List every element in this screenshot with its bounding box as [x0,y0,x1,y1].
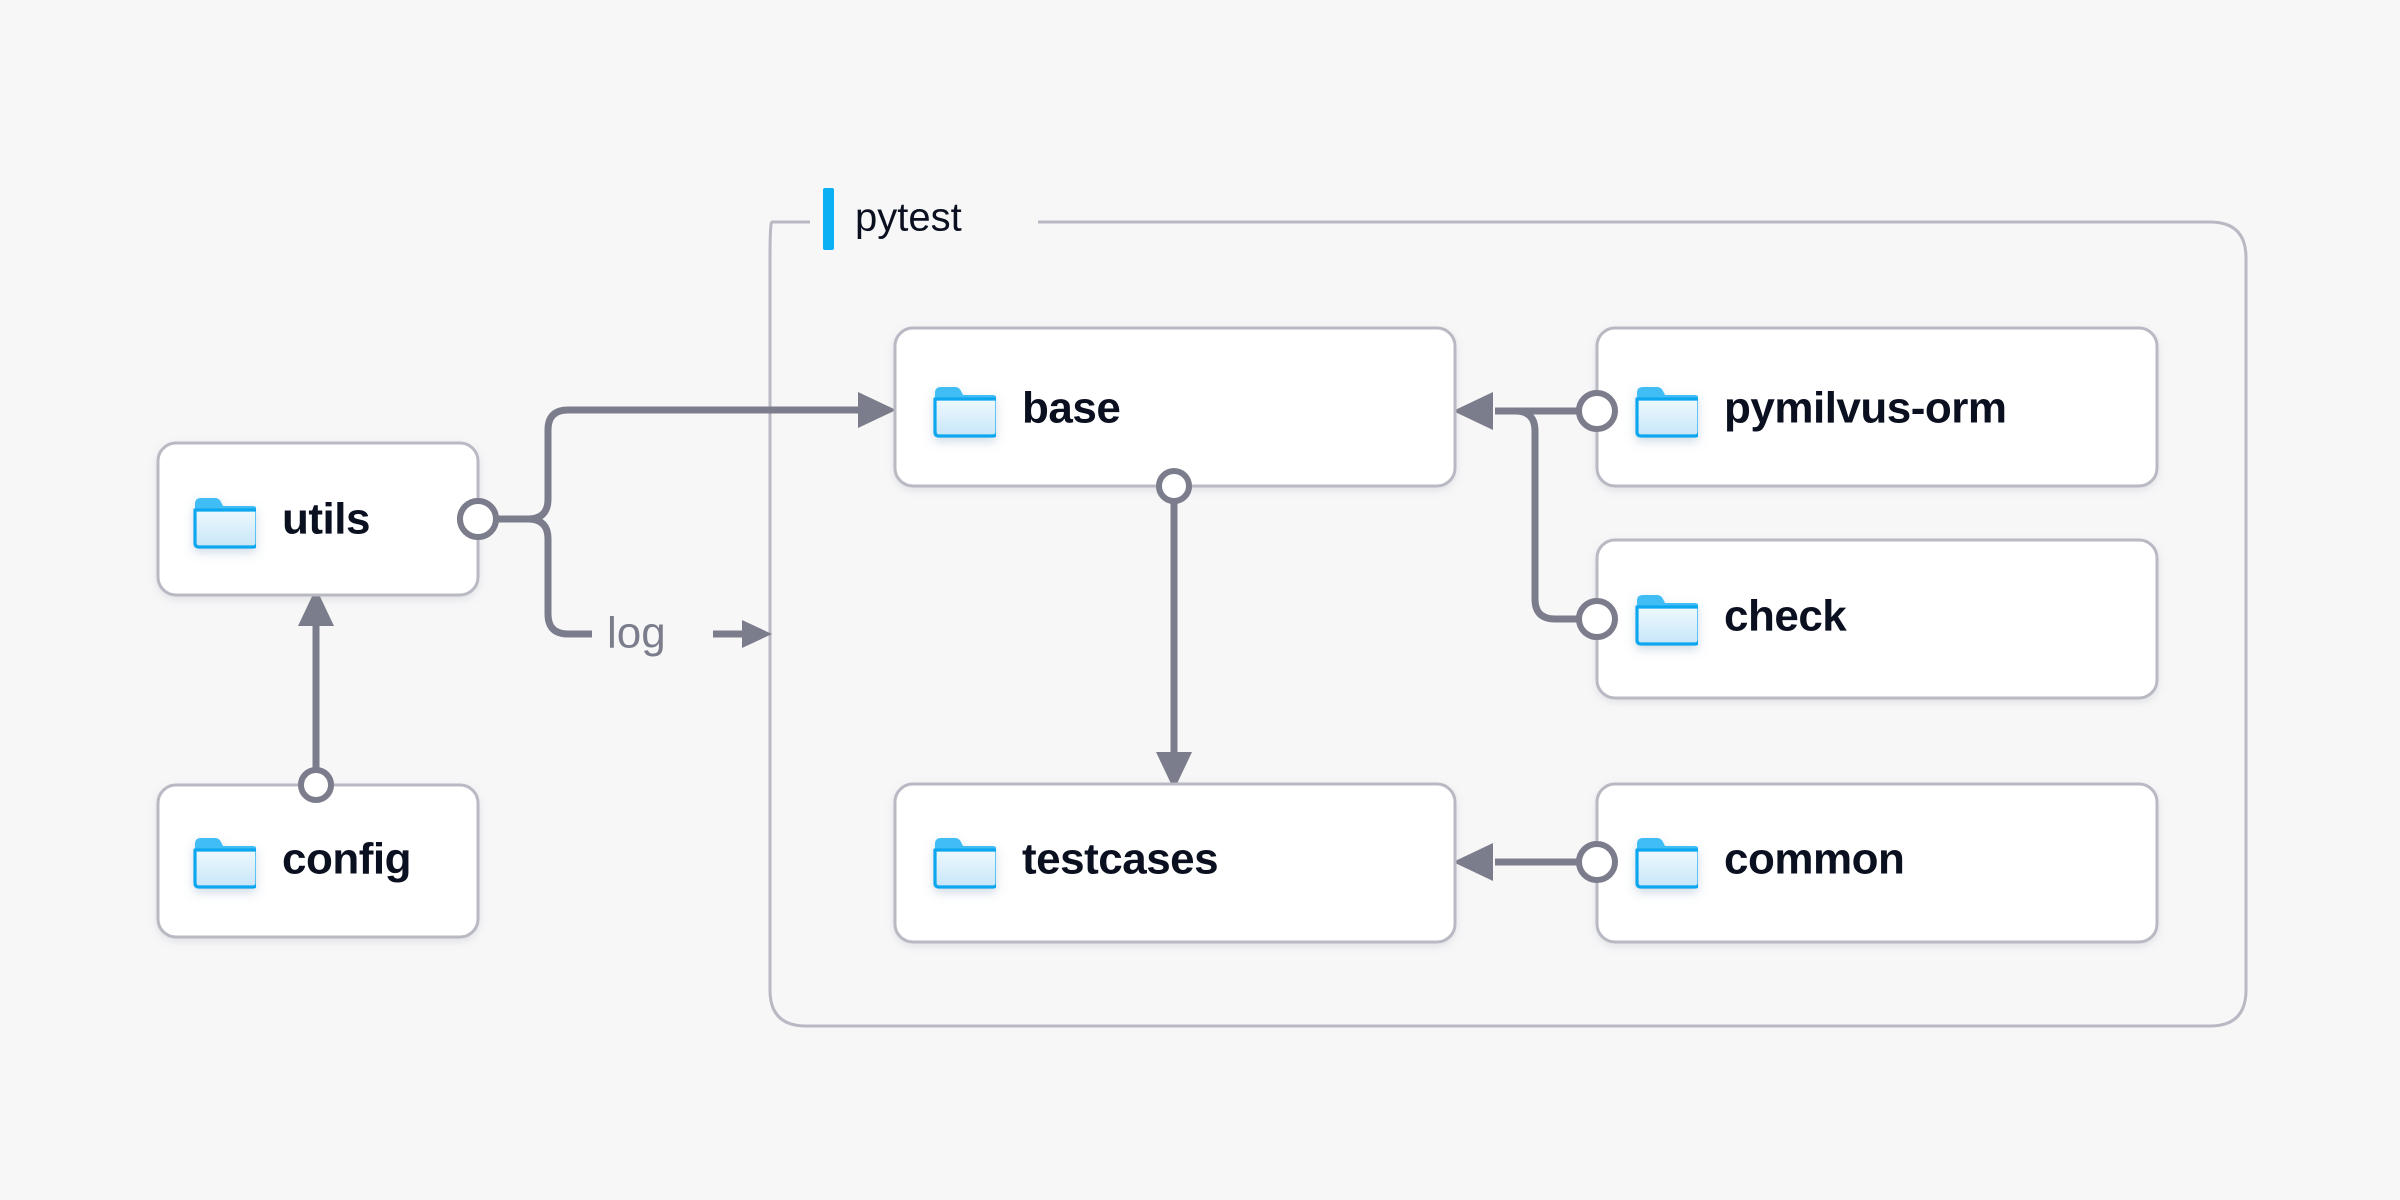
node-check-label: check [1724,592,1847,641]
arrowhead-base-to-testcases [1156,752,1192,790]
node-base-label: base [1022,384,1120,433]
node-testcases-label: testcases [1022,835,1218,884]
node-pymilvus-orm[interactable]: pymilvus-orm [1595,326,2159,488]
node-config[interactable]: config [156,783,480,939]
arrowhead-pymilvus-orm-to-base [1453,392,1493,430]
port-check-left-overlay[interactable] [1576,598,1618,640]
pytest-group-border [768,220,2248,1028]
edge-utils-to-base[interactable] [492,392,896,523]
arrowhead-utils-to-base [858,392,896,428]
pytest-group[interactable]: pytest [768,188,2248,1028]
node-common[interactable]: common [1595,782,2159,944]
edge-utils-to-log[interactable]: log [492,515,772,658]
node-utils[interactable]: utils [156,441,499,597]
port-utils-right-overlay[interactable] [457,498,499,540]
node-base[interactable]: base [893,326,1457,488]
edge-base-to-testcases[interactable] [1156,468,1192,790]
pytest-group-label: pytest [855,196,962,240]
port-common-left-overlay[interactable] [1576,841,1618,883]
node-pymilvus-orm-label: pymilvus-orm [1724,384,2007,433]
port-pymilvus-orm-left-overlay[interactable] [1576,390,1618,432]
node-testcases[interactable]: testcases [893,782,1457,944]
port-config-top-overlay[interactable] [298,767,334,803]
node-utils-label: utils [282,495,370,544]
arrowhead-config-to-utils [298,588,334,626]
node-config-label: config [282,835,411,884]
edge-label-log: log [607,609,666,658]
arrowhead-common-to-testcases [1453,843,1493,881]
node-testcases-box [893,782,1457,944]
node-check[interactable]: check [1595,538,2159,700]
port-base-bottom-overlay[interactable] [1156,468,1192,504]
port-overlays [298,390,1618,883]
arrowhead-log [742,620,772,648]
node-common-label: common [1724,835,1904,884]
accent-bar-icon [823,188,834,250]
